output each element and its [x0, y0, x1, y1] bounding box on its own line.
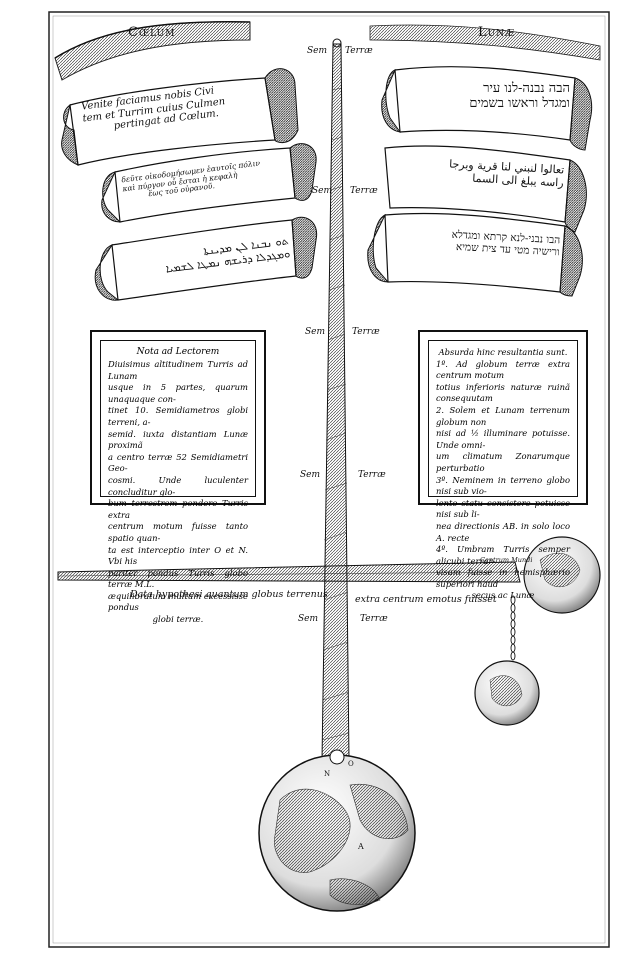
absurda-line: lento statu consistere potuisse nisi sub… [436, 497, 570, 520]
terre-label-1: Terræ [345, 46, 373, 56]
note-ad-lectorem-box: Nota ad Lectorem Diuisimus altitudinem T… [90, 330, 266, 624]
sem-label-4: Sem [300, 470, 321, 480]
absurda-line: nisi ad ½ illuminare potuisse. Unde omni… [436, 428, 570, 450]
banner-line: הבה נבנה-לנו עיר [483, 81, 570, 96]
note-line: cosmi. Unde luculenter concluditur glo- [108, 474, 248, 497]
caption-coelum: Cœlum [128, 25, 176, 40]
scroll-right-1 [381, 66, 593, 151]
terre-label-3: Terræ [352, 327, 380, 337]
chain [510, 595, 516, 661]
letter-o: O [348, 760, 354, 768]
absurda-line: secus ac Lunæ [471, 590, 535, 601]
centrum-mundi-label: Centrum Mundi [480, 556, 533, 564]
caption-lunae: Lunæ [478, 25, 516, 40]
scroll-left-2 [101, 143, 317, 223]
horizontal-beam [57, 561, 521, 583]
absurda-line: 3º. Neminem in terreno globo nisi sub vi… [436, 474, 570, 497]
sem-label-1: Sem [307, 46, 328, 56]
scroll-right-3 [367, 212, 583, 297]
tower [321, 38, 350, 761]
earth-globe-upper-right [523, 536, 601, 614]
absurda-line: um climatum Zonarumque perturbatio [436, 451, 570, 473]
crescent-moon-icon [332, 38, 342, 48]
scroll-left-1 [61, 68, 299, 166]
note-line: usque in 5 partes, quarum unaquaque con- [108, 382, 248, 404]
sem-label-2: Sem [312, 186, 333, 196]
sem-label-3: Sem [305, 327, 326, 337]
hypothesis-caption-left: Data hypothesi quantum globus terrenus [130, 589, 328, 600]
hypothesis-caption-right: extra centrum emotus fuisset [355, 594, 497, 605]
letter-n: N [324, 770, 331, 778]
absurda-line: visam fuisse in hemisphærio superiori ha… [436, 567, 570, 589]
absurda-line: totius inferioris naturæ ruinã consequut… [436, 381, 570, 404]
absurda-box: Absurda hinc resultantia sunt. 1º. Ad gl… [418, 330, 588, 600]
absurda-line: 1º. Ad globum terræ extra centrum motum [436, 358, 570, 381]
scroll-right-2 [384, 145, 587, 233]
note-line: centrum motum fuisse tanto spatio quan- [108, 521, 248, 543]
absurda-line: 4º. Umbram Turris semper alicubi terrar- [436, 544, 570, 566]
scroll-left-3 [94, 216, 318, 301]
absurda-line: 2. Solem et Lunam terrenum globum non [436, 404, 570, 427]
earth-globe-hanging [474, 660, 540, 726]
banner-line: ומגדל וראשו בשמים [469, 95, 570, 111]
note-line: ta est interceptio inter O et N. Vbi his [108, 544, 248, 567]
note-line: semid. iuxta distantiam Lunæ proximã [108, 428, 248, 451]
banner-hebrew: הבה נבנה-לנו עיר ומגדל וראשו בשמים [400, 81, 570, 112]
terre-label-5: Terræ [360, 614, 388, 624]
note-line: pariter pondus Turris globo terræ M.L. [108, 567, 248, 590]
note-line: tinet 10. Semidiametros globi terreni, a… [108, 405, 248, 427]
terre-label-2: Terræ [350, 186, 378, 196]
note-line: Diuisimus altitudinem Turris ad Lunam [108, 359, 248, 381]
absurda-heading: Absurda hinc resultantia sunt. [438, 347, 568, 357]
absurda-line: nea directionis AB. in solo loco A. rect… [436, 520, 570, 543]
note-heading: Nota ad Lectorem [136, 347, 220, 357]
absurda-body: Absurda hinc resultantia sunt. 1º. Ad gl… [436, 347, 570, 602]
note-line: bum terrestrem pondere Turris extra [108, 498, 248, 520]
note-line: a centro terræ 52 Semidiametri Geo- [108, 451, 248, 474]
plate-border [48, 11, 610, 948]
earth-globe-large [258, 749, 416, 912]
note-body: Diuisimus altitudinem Turris ad Lunam us… [108, 359, 248, 626]
note-line: æquilibratum multum excessisse pondus [108, 590, 248, 613]
note-line: globi terræ. [152, 614, 204, 625]
letter-a: A [358, 842, 364, 851]
lunar-arc [369, 24, 601, 61]
sem-label-5: Sem [298, 614, 319, 624]
terre-label-4: Terræ [358, 470, 386, 480]
